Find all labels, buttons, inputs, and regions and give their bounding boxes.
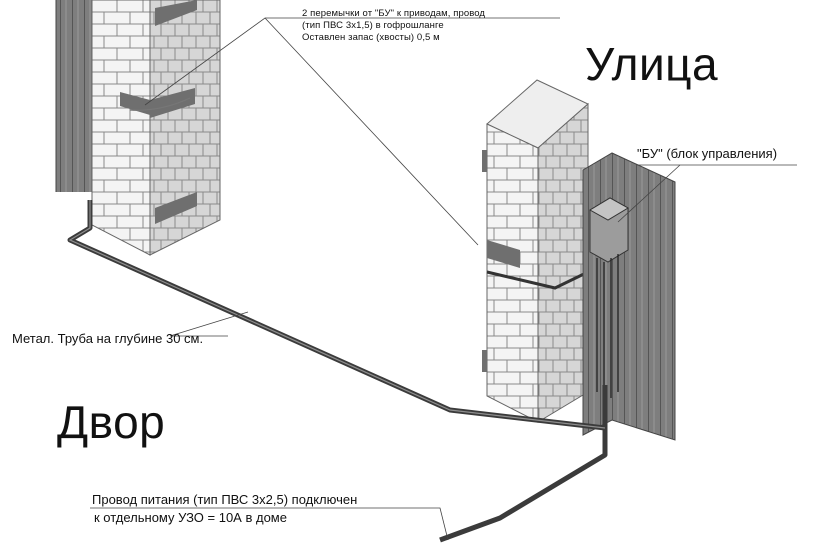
jumpers-label-line3: Оставлен запас (хвосты) 0,5 м [302, 32, 440, 43]
control-unit-box [589, 197, 629, 398]
pipe-label: Метал. Труба на глубине 30 см. [12, 331, 204, 346]
right-brick-pillar [482, 79, 589, 423]
pipe-route [67, 200, 608, 543]
street-label: Улица [585, 38, 719, 90]
control-unit-label: "БУ" (блок управления) [637, 146, 778, 161]
power-label-line1: Провод питания (тип ПВС 3х2,5) подключен [92, 492, 358, 507]
leader-lines [90, 17, 797, 541]
jumpers-label-line1: 2 перемычки от "БУ" к приводам, провод [302, 8, 486, 19]
left-brick-pillar [91, 0, 221, 256]
power-label-line2: к отдельному УЗО = 10А в доме [94, 510, 287, 525]
jumpers-label-line2: (тип ПВС 3х1,5) в гофрошланге [302, 20, 444, 31]
yard-label: Двор [57, 396, 166, 448]
left-fence [55, 0, 93, 192]
